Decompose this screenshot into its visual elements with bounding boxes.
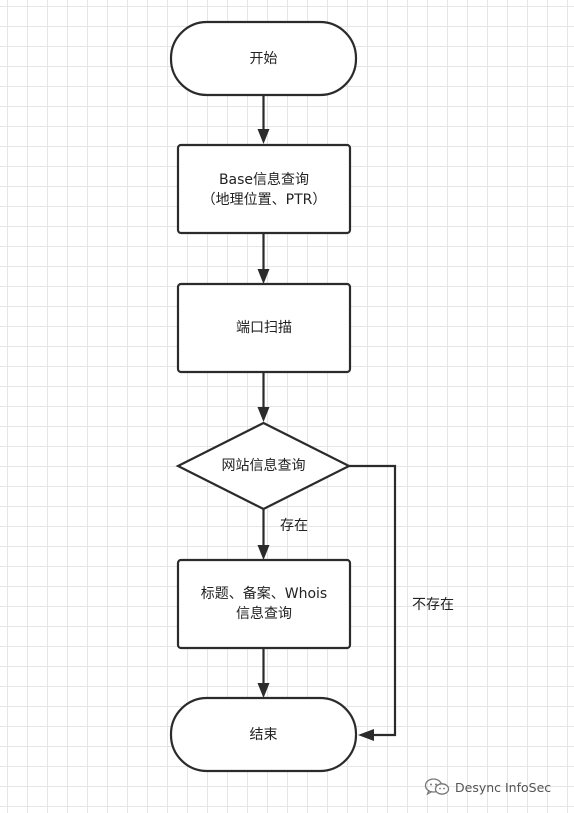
edge-label-exists: 存在 xyxy=(280,518,308,534)
arrowhead-portscan xyxy=(257,269,270,284)
end-node-label: 结束 xyxy=(250,727,278,743)
base-query-label-line2: （地理位置、PTR） xyxy=(202,192,327,208)
wechat-icon xyxy=(424,778,450,796)
start-node-label: 开始 xyxy=(250,51,278,67)
start-node: 开始 xyxy=(169,20,358,97)
port-scan-label: 端口扫描 xyxy=(236,320,292,336)
website-check-decision: 网站信息查询 xyxy=(175,421,352,511)
end-node: 结束 xyxy=(169,696,358,773)
watermark-text: Desync InfoSec xyxy=(455,779,552,795)
arrowhead-end xyxy=(257,683,270,698)
arrowhead-base xyxy=(257,129,270,144)
base-query-label-line1: Base信息查询 xyxy=(219,171,309,188)
watermark: Desync InfoSec xyxy=(424,777,551,797)
title-query-node: 标题、备案、Whois 信息查询 xyxy=(176,558,352,650)
website-check-label: 网站信息查询 xyxy=(222,457,306,474)
base-query-node: Base信息查询 （地理位置、PTR） xyxy=(176,143,352,235)
arrowhead-end-side xyxy=(358,729,374,741)
title-query-label-line1: 标题、备案、Whois xyxy=(201,585,327,602)
title-query-label-line2: 信息查询 xyxy=(236,605,292,622)
edge-website-to-end-not-exists xyxy=(349,464,397,737)
port-scan-node: 端口扫描 xyxy=(176,282,352,374)
arrowhead-title xyxy=(257,545,270,560)
arrowhead-website xyxy=(257,407,270,422)
edges xyxy=(257,96,397,741)
edge-label-not-exists: 不存在 xyxy=(412,597,454,613)
